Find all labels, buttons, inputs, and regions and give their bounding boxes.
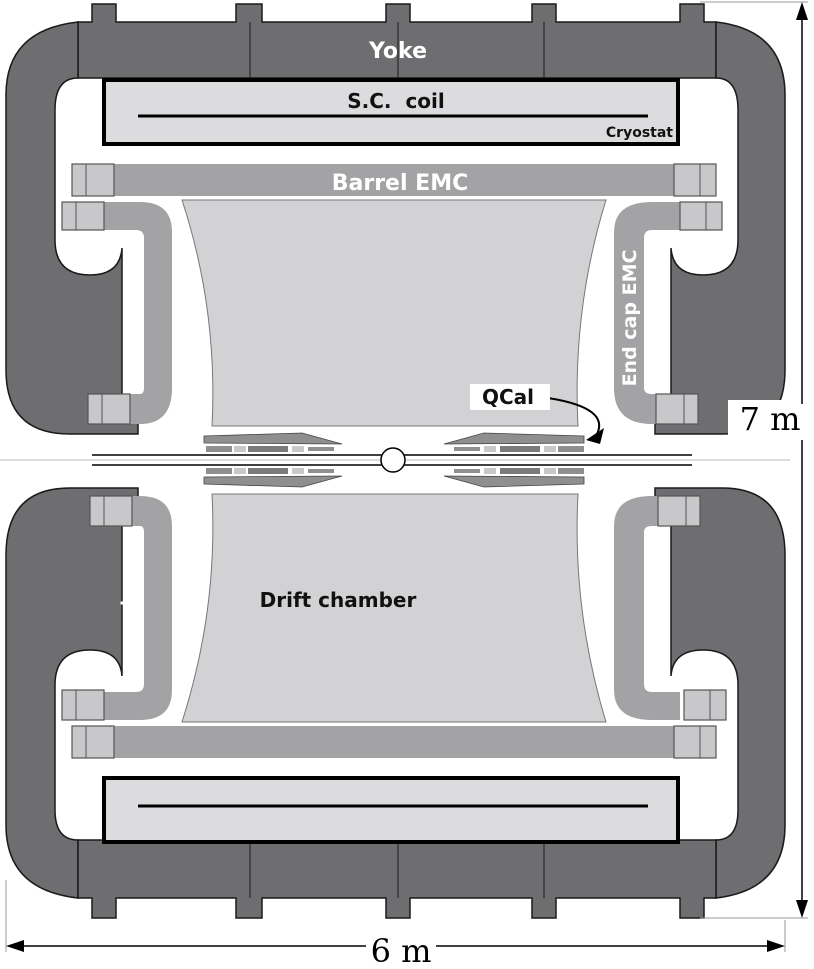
emc-module	[61, 689, 105, 721]
height-label: 7 m	[740, 400, 801, 438]
dimension-width	[5, 880, 786, 952]
yoke-right-bottom	[654, 487, 786, 899]
top-half	[5, 3, 786, 435]
drift-chamber-top	[181, 199, 607, 427]
yoke-bottom	[77, 839, 717, 919]
qcal-arrowhead	[586, 428, 604, 444]
barrel-emc-label: Barrel EMC	[332, 171, 469, 196]
drift-chamber-bottom	[181, 493, 607, 723]
bottom-half	[5, 487, 786, 919]
endcap-emc-right-bottom	[614, 496, 680, 720]
yoke-label: Yoke	[368, 39, 427, 64]
endcap-emc-label: End cap EMC	[619, 250, 641, 387]
emc-module	[61, 201, 105, 231]
barrel-emc-bottom	[114, 726, 674, 758]
emc-module	[71, 725, 115, 759]
width-label: 6 m	[371, 932, 432, 969]
emc-module	[71, 163, 115, 197]
interaction-point	[380, 447, 406, 473]
emc-module	[673, 163, 717, 197]
qcal-label: QCal	[482, 385, 534, 409]
cryostat-label: Cryostat	[606, 125, 673, 141]
emc-module	[655, 393, 699, 425]
beam-region	[0, 397, 790, 488]
coil-label: S.C. coil	[347, 89, 445, 113]
endcap-emc-right-top	[614, 202, 680, 424]
pole-piece-label-top: Pole piece	[651, 259, 671, 358]
emc-module	[673, 725, 717, 759]
qcal-label-box	[470, 384, 550, 410]
emc-module	[683, 689, 727, 721]
emc-module	[89, 495, 133, 527]
qcal-arrow	[547, 397, 601, 437]
drift-chamber-label: Drift chamber	[260, 588, 417, 612]
qcal-left	[203, 432, 343, 488]
endcap-emc-left-top	[104, 202, 172, 424]
emc-module	[87, 393, 131, 425]
cryostat-top	[102, 78, 680, 146]
cryostat-bottom	[102, 776, 680, 844]
qcal-right	[443, 432, 585, 488]
pole-piece-label-bottom: Pole piece	[119, 553, 139, 652]
emc-module	[657, 495, 701, 527]
barrel-emc-top	[114, 164, 674, 196]
yoke-left-bottom	[5, 487, 139, 899]
endcap-emc-left-bottom	[104, 496, 172, 720]
dimension-height	[700, 1, 808, 919]
yoke-right-top	[654, 21, 786, 435]
yoke-left-top	[5, 21, 139, 435]
emc-module	[679, 201, 723, 231]
